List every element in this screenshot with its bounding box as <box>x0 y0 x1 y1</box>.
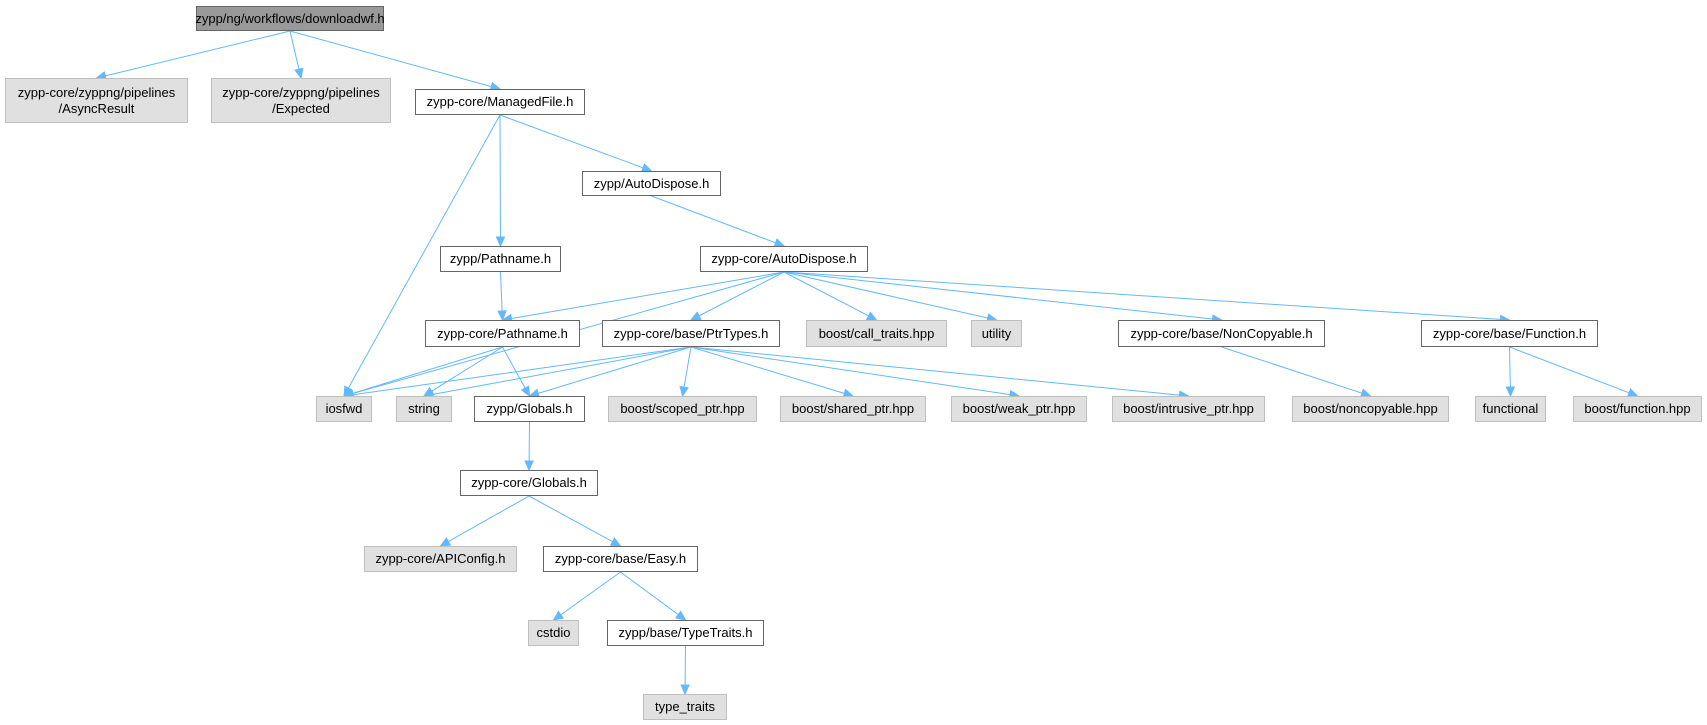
arrowhead-managedfile-to-pathname_zypp <box>495 236 506 248</box>
edge-autodispose_core-to-utility <box>783 271 988 319</box>
node-function-h[interactable]: zypp-core/base/Function.h <box>1421 320 1598 347</box>
node-downloadwf: zypp/ng/workflows/downloadwf.h <box>195 6 385 31</box>
arrowhead-typetraits_h-to-type_traits <box>680 684 690 696</box>
edge-function_h-to-function_hpp <box>1509 346 1630 394</box>
node-noncopyable-h[interactable]: zypp-core/base/NonCopyable.h <box>1118 320 1325 347</box>
edge-pathname_core-to-iosfwd <box>352 346 503 394</box>
node-asyncresult: zypp-core/zyppng/pipelines /AsyncResult <box>5 78 188 123</box>
node-globals-zypp[interactable]: zypp/Globals.h <box>474 396 585 422</box>
edge-pathname_zypp-to-pathname_core <box>500 271 503 312</box>
edge-autodispose_core-to-call_traits <box>783 271 869 317</box>
edge-function_h-to-functional <box>1509 346 1511 388</box>
edge-managedfile-to-autodispose_zypp <box>499 114 644 169</box>
edge-ptrtypes-to-weak_ptr <box>690 346 1011 396</box>
edge-downloadwf-to-managedfile <box>289 30 492 88</box>
edge-pathname_core-to-string <box>431 346 503 392</box>
edge-ptrtypes-to-scoped_ptr <box>683 346 692 388</box>
edge-autodispose_core-to-pathname_core <box>511 271 785 319</box>
arrowhead-pathname_zypp-to-pathname_core <box>497 310 507 322</box>
edge-autodispose_core-to-function_h <box>783 271 1501 320</box>
edge-ptrtypes-to-iosfwd <box>352 346 692 396</box>
edge-globals_core-to-easy <box>528 495 613 543</box>
edge-autodispose_zypp-to-autodispose_core <box>651 195 776 244</box>
edge-downloadwf-to-expected <box>289 30 300 70</box>
arrowhead-autodispose_core-to-call_traits <box>865 311 878 321</box>
node-cstdio: cstdio <box>528 620 579 646</box>
arrowhead-function_h-to-functional <box>1505 386 1516 398</box>
node-pathname-core[interactable]: zypp-core/Pathname.h <box>425 320 580 347</box>
arrowhead-easy-to-cstdio <box>552 610 565 621</box>
node-noncopyable-hpp: boost/noncopyable.hpp <box>1292 396 1449 422</box>
arrowhead-globals_zypp-to-globals_core <box>524 460 534 472</box>
edge-downloadwf-to-asyncresult <box>105 30 291 77</box>
node-type-traits: type_traits <box>643 694 727 720</box>
edge-autodispose_core-to-ptrtypes <box>698 271 785 317</box>
edge-globals_core-to-apiconfig <box>448 495 530 543</box>
edge-ptrtypes-to-globals_zypp <box>537 346 692 394</box>
node-autodispose-core[interactable]: zypp-core/AutoDispose.h <box>700 246 868 272</box>
node-managedfile[interactable]: zypp-core/ManagedFile.h <box>415 89 585 115</box>
edge-easy-to-cstdio <box>560 571 621 616</box>
node-pathname-zypp[interactable]: zypp/Pathname.h <box>440 246 561 272</box>
node-function-hpp: boost/function.hpp <box>1573 396 1702 422</box>
node-ptrtypes[interactable]: zypp-core/base/PtrTypes.h <box>602 320 780 347</box>
arrowhead-ptrtypes-to-scoped_ptr <box>679 385 689 398</box>
node-typetraits-h[interactable]: zypp/base/TypeTraits.h <box>607 620 764 646</box>
edge-noncopyable_h-to-noncopyable_hpp <box>1221 346 1363 394</box>
node-utility: utility <box>971 320 1022 347</box>
node-weak-ptr: boost/weak_ptr.hpp <box>951 396 1087 422</box>
node-functional: functional <box>1475 396 1546 422</box>
node-expected: zypp-core/zyppng/pipelines /Expected <box>211 78 391 123</box>
arrowhead-autodispose_core-to-ptrtypes <box>689 311 702 321</box>
node-iosfwd: iosfwd <box>316 396 372 422</box>
edge-ptrtypes-to-intrusive_ptr <box>690 346 1180 396</box>
edge-ptrtypes-to-string <box>432 346 692 395</box>
edge-managedfile-to-iosfwd <box>347 114 501 389</box>
node-easy[interactable]: zypp-core/base/Easy.h <box>543 546 698 572</box>
arrowhead-globals_core-to-easy <box>609 537 622 547</box>
node-globals-core[interactable]: zypp-core/Globals.h <box>460 470 598 496</box>
edge-easy-to-typetraits_h <box>620 571 679 616</box>
arrowhead-easy-to-typetraits_h <box>675 610 687 621</box>
edge-autodispose_core-to-noncopyable_h <box>783 271 1213 320</box>
node-string: string <box>396 396 452 422</box>
arrowhead-downloadwf-to-expected <box>294 67 304 80</box>
edge-pathname_core-to-globals_zypp <box>502 346 526 389</box>
node-intrusive-ptr: boost/intrusive_ptr.hpp <box>1112 396 1265 422</box>
node-shared-ptr: boost/shared_ptr.hpp <box>780 396 926 422</box>
node-autodispose-zypp[interactable]: zypp/AutoDispose.h <box>582 171 721 196</box>
edge-ptrtypes-to-shared_ptr <box>690 346 845 394</box>
arrowhead-pathname_core-to-globals_zypp <box>520 385 531 398</box>
node-apiconfig: zypp-core/APIConfig.h <box>364 546 517 572</box>
node-call-traits: boost/call_traits.hpp <box>806 320 947 347</box>
arrowhead-globals_core-to-apiconfig <box>439 537 452 547</box>
node-scoped-ptr: boost/scoped_ptr.hpp <box>608 396 757 422</box>
